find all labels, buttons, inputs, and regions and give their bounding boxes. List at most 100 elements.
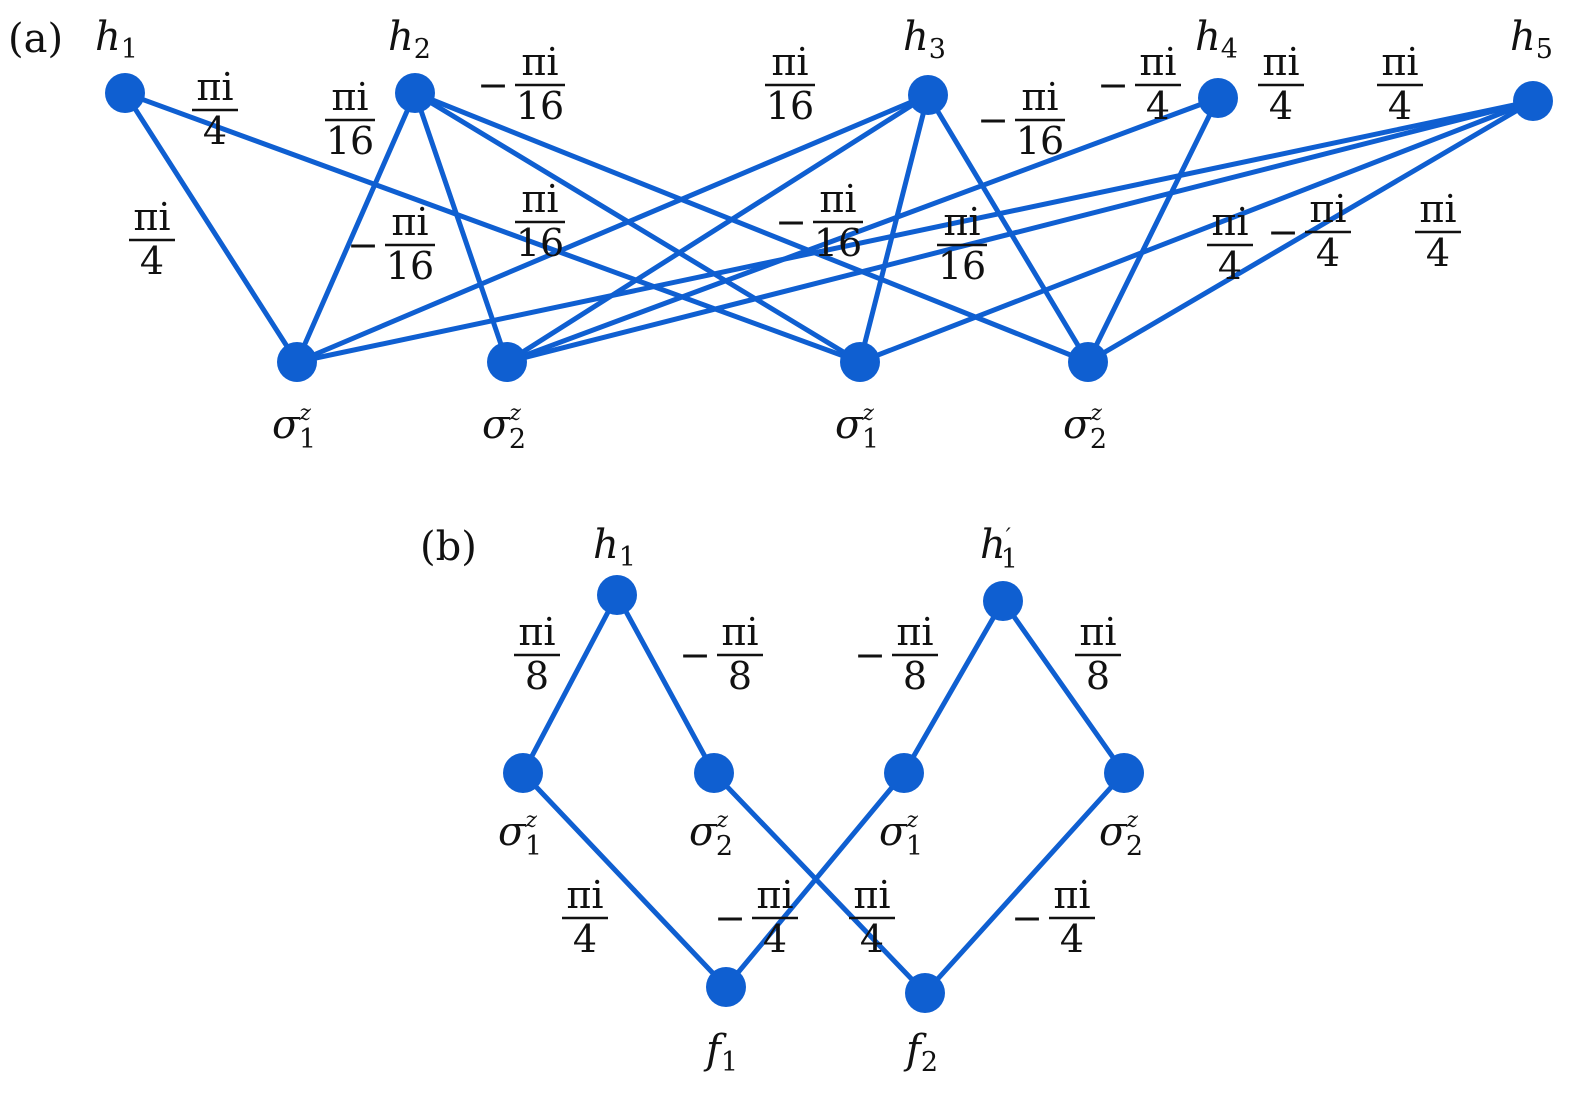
weight-numerator: πi bbox=[896, 610, 933, 654]
panel-b-label: (b) bbox=[420, 524, 477, 570]
node-label-symbol: h bbox=[980, 522, 1006, 568]
weight-sign: − bbox=[1267, 210, 1299, 254]
node-label-subscript: 2 bbox=[414, 34, 431, 65]
edge-b-h1-s2a bbox=[614, 592, 717, 776]
node-label-subscript: 2 bbox=[921, 1047, 938, 1078]
panel-a-label: (a) bbox=[8, 16, 63, 62]
node-label-symbol: σ bbox=[1099, 809, 1128, 855]
weight-denominator: 8 bbox=[525, 654, 549, 698]
node-b-h1 bbox=[597, 575, 637, 615]
weight-numerator: πi bbox=[521, 177, 558, 221]
edge-a-h3-s2a bbox=[504, 92, 931, 365]
weight-sign: − bbox=[854, 633, 886, 677]
weight-sign: − bbox=[775, 200, 807, 244]
node-label-a-h2: h2 bbox=[388, 14, 431, 65]
weight-denominator: 16 bbox=[1016, 119, 1064, 163]
edge-a-h2-s2a bbox=[412, 90, 510, 365]
weight-numerator: πi bbox=[518, 610, 555, 654]
weight-denominator: 4 bbox=[140, 239, 164, 283]
edge-a-h5-s2a bbox=[504, 98, 1536, 365]
edge-a-h1-s1a bbox=[122, 90, 300, 365]
weight-denominator: 8 bbox=[903, 654, 927, 698]
edge-a-h2-s1b bbox=[412, 90, 863, 365]
weight-denominator: 16 bbox=[516, 221, 564, 265]
edge-b-h1p-s1b bbox=[901, 598, 1006, 776]
weight-numerator: πi bbox=[1211, 200, 1248, 244]
node-label-superscript: z bbox=[298, 401, 311, 426]
weight-sign: − bbox=[679, 633, 711, 677]
node-b-s1b bbox=[884, 753, 924, 793]
node-label-superscript: z bbox=[1125, 808, 1138, 833]
edge-b-h1p-s2b bbox=[1000, 598, 1127, 776]
node-label-symbol: h bbox=[1510, 14, 1536, 60]
weight-numerator: πi bbox=[1309, 187, 1346, 231]
weight-denominator: 16 bbox=[814, 221, 862, 265]
node-label-b-h1: h1 bbox=[593, 522, 636, 573]
node-label-superscript: z bbox=[1089, 401, 1102, 426]
edges-layer bbox=[122, 90, 1536, 996]
weight-denominator: 8 bbox=[728, 654, 752, 698]
weight-b-7: πi4 bbox=[849, 873, 895, 961]
weight-numerator: πi bbox=[819, 177, 856, 221]
weight-b-8: πi4− bbox=[1011, 873, 1095, 961]
node-label-subscript: 1 bbox=[299, 424, 316, 455]
node-label-a-h1: h1 bbox=[95, 14, 138, 65]
node-label-b-f2: f2 bbox=[903, 1027, 938, 1078]
node-b-h1p bbox=[983, 581, 1023, 621]
weight-denominator: 4 bbox=[763, 917, 787, 961]
weight-a-11: πi4− bbox=[1097, 40, 1181, 128]
node-label-symbol: h bbox=[388, 14, 414, 60]
node-label-b-f1: f1 bbox=[703, 1027, 738, 1078]
node-a-h3 bbox=[908, 75, 948, 115]
weight-a-2: πi4 bbox=[129, 195, 175, 283]
weight-a-15: πi4 bbox=[1377, 40, 1423, 128]
node-label-a-h3: h3 bbox=[903, 14, 946, 65]
weight-a-14: πi4− bbox=[1267, 187, 1351, 275]
weight-b-5: πi4 bbox=[562, 873, 608, 961]
weight-numerator: πi bbox=[1021, 75, 1058, 119]
node-label-subscript: 1 bbox=[619, 542, 636, 573]
weight-denominator: 4 bbox=[203, 109, 227, 153]
node-label-subscript: 1 bbox=[721, 1047, 738, 1078]
node-label-superscript: z bbox=[508, 401, 521, 426]
node-a-s2b bbox=[1068, 342, 1108, 382]
weight-sign: − bbox=[477, 63, 509, 107]
node-a-h1 bbox=[105, 73, 145, 113]
node-label-symbol: σ bbox=[498, 809, 527, 855]
weight-denominator: 4 bbox=[860, 917, 884, 961]
node-label-symbol: σ bbox=[879, 809, 908, 855]
weight-b-1: πi8 bbox=[514, 610, 560, 698]
weight-denominator: 4 bbox=[1218, 244, 1242, 288]
weight-numerator: πi bbox=[853, 873, 890, 917]
weight-sign: − bbox=[1097, 63, 1129, 107]
node-label-superscript: z bbox=[715, 808, 728, 833]
weight-numerator: πi bbox=[1139, 40, 1176, 84]
weight-a-1: πi4 bbox=[192, 65, 238, 153]
node-label-subscript: 1 bbox=[525, 831, 542, 862]
weight-b-3: πi8− bbox=[854, 610, 938, 698]
node-label-subscript: 2 bbox=[716, 831, 733, 862]
weight-numerator: πi bbox=[1079, 610, 1116, 654]
edge-b-s1a-f1 bbox=[520, 770, 729, 990]
node-label-subscript: 2 bbox=[1126, 831, 1143, 862]
weight-sign: − bbox=[977, 98, 1009, 142]
node-label-superscript: z bbox=[524, 808, 537, 833]
node-label-symbol: σ bbox=[482, 402, 511, 448]
node-b-f2 bbox=[905, 973, 945, 1013]
weight-numerator: πi bbox=[1419, 187, 1456, 231]
weight-b-4: πi8 bbox=[1075, 610, 1121, 698]
edge-a-h2-s1a bbox=[294, 90, 418, 365]
weight-b-6: πi4− bbox=[714, 873, 798, 961]
node-label-symbol: h bbox=[1195, 14, 1221, 60]
weight-numerator: πi bbox=[521, 40, 558, 84]
weight-b-2: πi8− bbox=[679, 610, 763, 698]
